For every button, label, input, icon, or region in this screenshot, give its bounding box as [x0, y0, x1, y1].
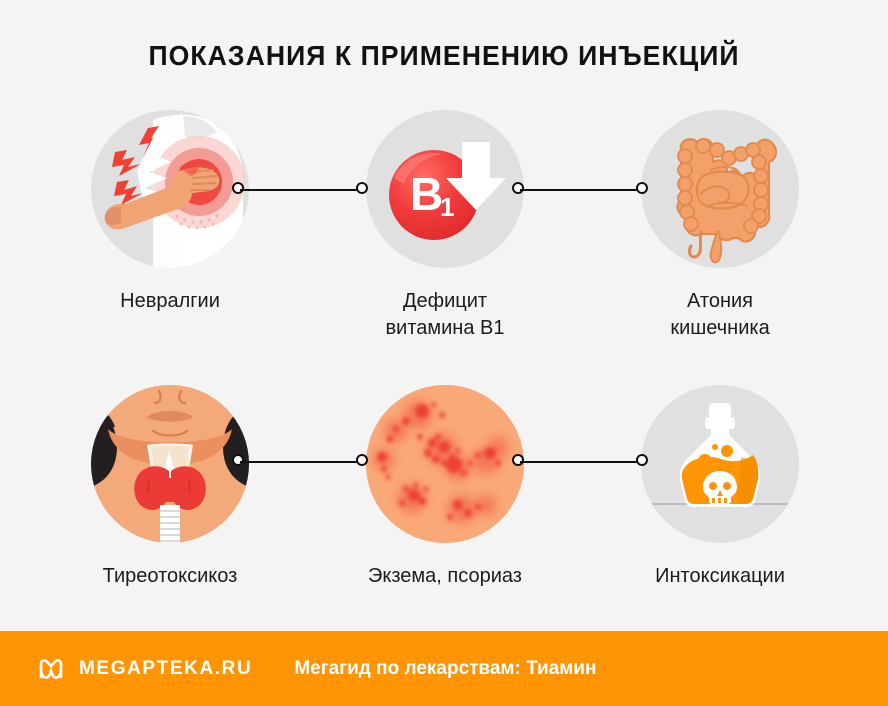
- svg-text:B: B: [410, 168, 443, 220]
- item-deficit-vitamina-b1[interactable]: B 1 Дефицит витамина B1: [325, 110, 565, 342]
- item-label: Дефицит витамина B1: [325, 288, 565, 342]
- icon-container: [366, 385, 524, 543]
- item-label-line2: витамина B1: [385, 317, 505, 339]
- icon-circle-background: [91, 110, 249, 268]
- connector-line: [520, 461, 640, 463]
- footer-brand[interactable]: MEGAPTEKA.RU: [79, 657, 253, 679]
- connector-knob-left: [232, 182, 244, 194]
- item-label: Тиреотоксикоз: [102, 565, 238, 587]
- svg-text:1: 1: [440, 192, 454, 222]
- icon-circle-background: B 1: [366, 110, 524, 268]
- item-label-line1: Дефицит: [402, 290, 488, 312]
- connector-ekzema-to-intoksikatsii: [512, 454, 648, 470]
- item-label-line2: кишечника: [670, 317, 770, 339]
- connector-line: [240, 189, 360, 191]
- intestines-icon: [676, 138, 778, 264]
- icon-container: B 1: [366, 110, 524, 268]
- connector-line: [240, 461, 360, 463]
- megapteka-m-logo-icon[interactable]: [36, 654, 66, 684]
- shoulder-pain-icon: [104, 114, 245, 268]
- page-title: ПОКАЗАНИЯ К ПРИМЕНЕНИЮ ИНЪЕКЦИЙ: [148, 40, 740, 71]
- footer-bar: MEGAPTEKA.RU Мегагид по лекарствам: Тиам…: [0, 631, 888, 706]
- item-label: Экзема, псориаз: [368, 565, 522, 587]
- icon-circle-background: [641, 385, 799, 543]
- icon-circle-background: [91, 385, 249, 543]
- icon-container: [91, 385, 249, 543]
- item-label: Атония кишечника: [600, 288, 840, 342]
- item-intoksikatsii[interactable]: Интоксикации: [600, 385, 840, 590]
- item-atoniya-kishechnika[interactable]: Атония кишечника: [600, 110, 840, 342]
- connector-knob-right: [636, 454, 648, 466]
- item-ekzema-psoriaz[interactable]: Экзема, псориаз: [325, 385, 565, 590]
- icon-container: [641, 385, 799, 543]
- skin-rash-icon: [366, 385, 524, 543]
- connector-knob-left: [512, 182, 524, 194]
- item-neuralgii[interactable]: Невралгии: [50, 110, 290, 315]
- item-tireotoksikoz[interactable]: Тиреотоксикоз: [50, 385, 290, 590]
- connector-b1-to-atoniya: [512, 182, 648, 198]
- connector-knob-left: [232, 454, 244, 466]
- thyroid-gland-icon: [91, 385, 249, 543]
- footer-tagline: Мегагид по лекарствам: Тиамин: [294, 657, 597, 679]
- vitamin-b1-deficiency-icon: B 1: [389, 142, 506, 240]
- connector-knob-right: [356, 454, 368, 466]
- connector-knob-left: [512, 454, 524, 466]
- item-label: Невралгии: [120, 290, 220, 312]
- connector-neuralgii-to-b1: [232, 182, 368, 198]
- item-label-line1: Атония: [686, 290, 753, 312]
- poison-bottle-icon: [651, 403, 789, 507]
- connector-knob-right: [636, 182, 648, 194]
- connector-line: [520, 189, 640, 191]
- connector-knob-right: [356, 182, 368, 194]
- icon-circle-background: [641, 110, 799, 268]
- item-label: Интоксикации: [655, 565, 785, 587]
- icon-circle-background: [366, 385, 524, 543]
- connector-tireotoksikoz-to-ekzema: [232, 454, 368, 470]
- icon-container: [91, 110, 249, 268]
- icon-container: [641, 110, 799, 268]
